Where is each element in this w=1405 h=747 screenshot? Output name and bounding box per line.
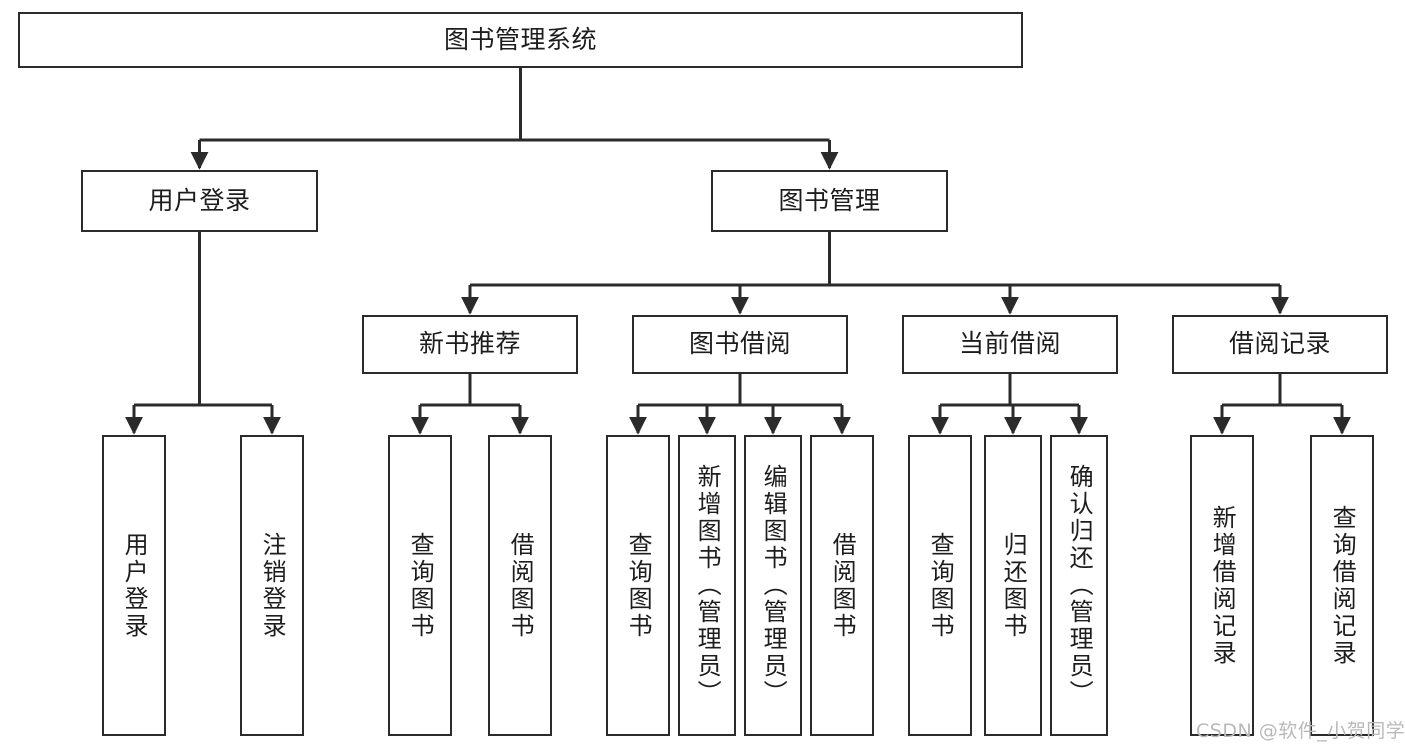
node-leaf-borrow-query-book-label: 查询图书 <box>624 531 653 640</box>
node-leaf-borrow-lend-book[interactable]: 借阅图书 <box>810 435 874 736</box>
node-leaf-current-return-book-label: 归还图书 <box>999 531 1028 640</box>
node-book-borrow-label: 图书借阅 <box>688 329 791 359</box>
node-leaf-current-query-book[interactable]: 查询图书 <box>908 435 972 736</box>
node-leaf-record-add-label: 新增借阅记录 <box>1208 504 1237 667</box>
node-leaf-current-query-book-label: 查询图书 <box>926 531 955 640</box>
node-book-management-module-label: 图书管理 <box>778 185 881 215</box>
node-leaf-user-login-label: 用户登录 <box>120 531 149 640</box>
node-leaf-current-return-book[interactable]: 归还图书 <box>984 435 1042 736</box>
node-leaf-user-logout[interactable]: 注销登录 <box>240 435 304 736</box>
node-leaf-current-confirm-return[interactable]: 确认归还（管理员） <box>1050 435 1108 736</box>
node-leaf-recommend-borrow-book-label: 借阅图书 <box>506 531 535 640</box>
node-leaf-record-search[interactable]: 查询借阅记录 <box>1310 435 1374 736</box>
node-current-borrow[interactable]: 当前借阅 <box>902 315 1118 374</box>
node-leaf-user-login[interactable]: 用户登录 <box>102 435 166 736</box>
node-borrow-record-label: 借阅记录 <box>1228 329 1331 359</box>
node-current-borrow-label: 当前借阅 <box>958 329 1061 359</box>
node-leaf-record-add[interactable]: 新增借阅记录 <box>1190 435 1254 736</box>
node-leaf-borrow-edit-book[interactable]: 编辑图书（管理员） <box>744 435 802 736</box>
node-leaf-recommend-query-book-label: 查询图书 <box>406 531 435 640</box>
csdn-watermark: CSDN @软件_小贺同学 <box>1196 720 1405 742</box>
node-leaf-recommend-query-book[interactable]: 查询图书 <box>388 435 452 736</box>
node-book-borrow[interactable]: 图书借阅 <box>632 315 848 374</box>
node-root-label: 图书管理系统 <box>443 24 597 54</box>
node-new-book-recommend[interactable]: 新书推荐 <box>362 315 578 374</box>
node-new-book-recommend-label: 新书推荐 <box>418 329 521 359</box>
node-leaf-borrow-edit-book-label: 编辑图书（管理员） <box>759 464 788 707</box>
node-leaf-borrow-lend-book-label: 借阅图书 <box>828 531 857 640</box>
node-user-login-module[interactable]: 用户登录 <box>81 170 318 232</box>
node-leaf-borrow-add-book-label: 新增图书（管理员） <box>693 464 722 707</box>
node-leaf-user-logout-label: 注销登录 <box>258 531 287 640</box>
node-leaf-borrow-query-book[interactable]: 查询图书 <box>606 435 670 736</box>
node-borrow-record[interactable]: 借阅记录 <box>1172 315 1388 374</box>
node-root[interactable]: 图书管理系统 <box>18 12 1023 68</box>
node-leaf-record-search-label: 查询借阅记录 <box>1328 504 1357 667</box>
node-book-management-module[interactable]: 图书管理 <box>711 170 948 232</box>
node-leaf-recommend-borrow-book[interactable]: 借阅图书 <box>488 435 552 736</box>
node-user-login-module-label: 用户登录 <box>148 185 251 215</box>
node-leaf-current-confirm-return-label: 确认归还（管理员） <box>1065 464 1094 707</box>
node-leaf-borrow-add-book[interactable]: 新增图书（管理员） <box>678 435 736 736</box>
